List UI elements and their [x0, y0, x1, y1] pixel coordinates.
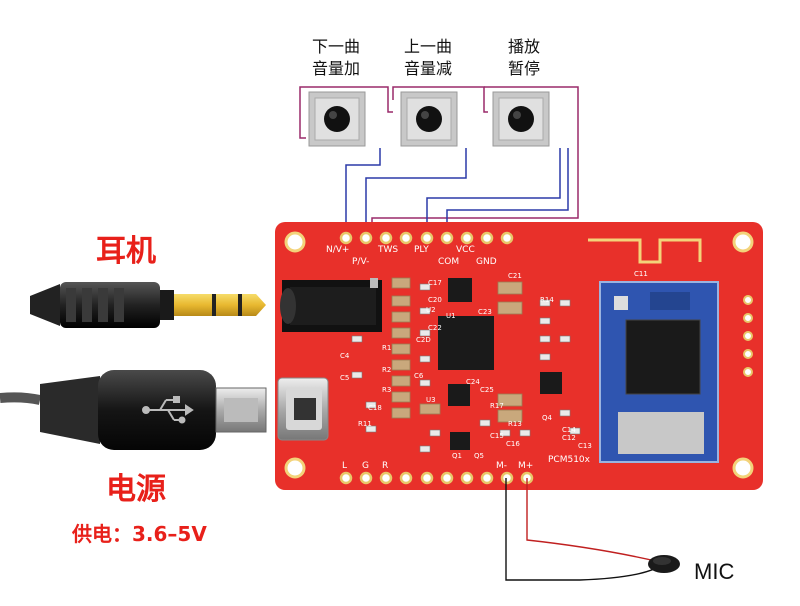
- silk-c16: C16: [506, 440, 520, 448]
- button-1-label-line1: 下一曲: [311, 37, 360, 56]
- pin-label-com: COM: [438, 257, 459, 267]
- silk-c15: C15: [490, 432, 504, 440]
- silk-q5: Q5: [474, 452, 484, 460]
- pin-label-g: G: [362, 461, 369, 471]
- silkscreen-labels: C17 C20 C21 C22 C23 C24 C25 C4 C5 C18 C1…: [340, 270, 648, 460]
- silk-c14: C14: [562, 426, 576, 434]
- button-2-label: 上一曲 音量减: [388, 36, 468, 80]
- pin-label-tws: TWS: [377, 245, 398, 255]
- audio-jack-socket: [280, 278, 382, 332]
- smd-components: [351, 283, 581, 453]
- pin-label-nv: N/V+: [326, 245, 349, 255]
- pin-label-m-minus: M-: [496, 461, 507, 471]
- silk-c12: C12: [562, 434, 576, 442]
- silk-r1: R1: [382, 344, 391, 352]
- silk-r14: R14: [540, 296, 554, 304]
- pin-label-pv: P/V-: [352, 257, 369, 267]
- headphone-plug: [30, 282, 266, 328]
- capacitors: [391, 277, 523, 423]
- pin-label-r: R: [382, 461, 388, 471]
- pcb-board: N/V+ P/V- TWS PLY COM VCC GND L G R M- M…: [275, 222, 763, 490]
- ic-u1: [438, 316, 494, 370]
- silk-r11: R11: [358, 420, 372, 428]
- model-label: PCM510x: [548, 455, 591, 465]
- silk-c25: C25: [480, 386, 494, 394]
- silk-q4: Q4: [542, 414, 553, 422]
- power-label: 电源: [106, 472, 166, 507]
- silk-c22: C22: [428, 324, 442, 332]
- silk-c21: C21: [508, 272, 522, 280]
- silk-c17: C17: [428, 279, 442, 287]
- pin-label-m-plus: M+: [518, 461, 533, 471]
- silk-c20: C20: [428, 296, 442, 304]
- silk-q1: Q1: [452, 452, 462, 460]
- bluetooth-module: [580, 228, 719, 463]
- silk-u1: U1: [446, 312, 456, 320]
- silk-c4: C4: [340, 352, 350, 360]
- ic-u2: [448, 278, 472, 302]
- silk-u2: U2: [426, 306, 436, 314]
- silk-c11: C11: [634, 270, 648, 278]
- tact-switch-3: [492, 91, 550, 147]
- silk-r13: R13: [508, 420, 522, 428]
- usb-cable: [0, 370, 267, 450]
- silk-u3: U3: [426, 396, 436, 404]
- tact-switch-1: [308, 91, 366, 147]
- usb-socket: [277, 377, 329, 441]
- silk-r3: R3: [382, 386, 391, 394]
- tact-switch-2: [400, 91, 458, 147]
- top-pin-holes: [339, 231, 514, 245]
- right-pin-holes: [743, 295, 753, 377]
- silk-c13: C13: [578, 442, 592, 450]
- button-2-label-line1: 上一曲: [403, 37, 452, 56]
- ic-q1: [450, 432, 470, 450]
- silk-c2d: C2D: [416, 336, 431, 344]
- bottom-pin-holes: [339, 471, 534, 485]
- pin-label-l: L: [342, 461, 347, 471]
- mic-label: MIC: [694, 559, 735, 584]
- button-3-label-line1: 播放: [507, 37, 540, 56]
- button-3-label-line2: 暂停: [507, 59, 540, 78]
- silk-c23: C23: [478, 308, 492, 316]
- power-spec-label: 供电：3.6–5V: [72, 522, 207, 546]
- silk-c24: C24: [466, 378, 480, 386]
- microphone-icon: [648, 555, 680, 573]
- silk-c5: C5: [340, 374, 349, 382]
- pin-label-vcc: VCC: [456, 245, 475, 255]
- pin-label-gnd: GND: [476, 257, 497, 267]
- silk-c18: C18: [368, 404, 382, 412]
- ic-q4: [540, 372, 562, 394]
- silk-c6: C6: [414, 372, 424, 380]
- usb-logo-icon: [142, 396, 194, 424]
- pin-label-ply: PLY: [414, 245, 429, 255]
- silk-r17: R17: [490, 402, 504, 410]
- button-1-label-line2: 音量加: [311, 59, 360, 78]
- mic-wires: [505, 478, 661, 581]
- button-3-label: 播放 暂停: [484, 36, 564, 80]
- earphone-label: 耳机: [96, 234, 156, 269]
- button-1-label: 下一曲 音量加: [296, 36, 376, 80]
- button-2-label-line2: 音量减: [403, 59, 452, 78]
- silk-r2: R2: [382, 366, 391, 374]
- ic-u3: [448, 384, 470, 406]
